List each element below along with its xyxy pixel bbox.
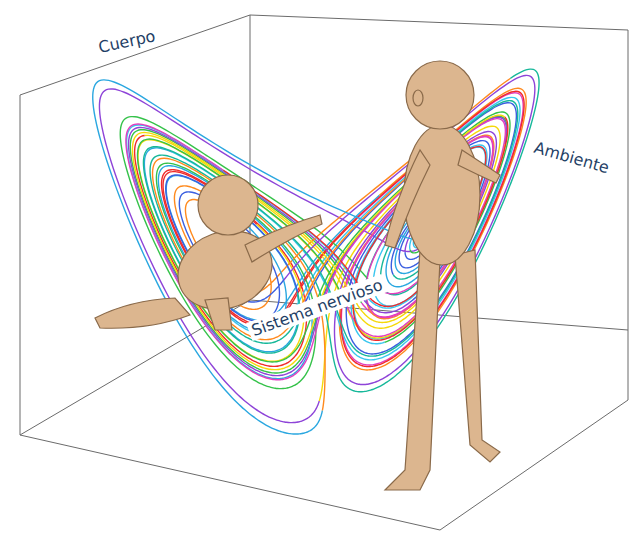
baby-leg: [385, 250, 440, 490]
loop-stroke: [150, 69, 539, 392]
loop-stroke: [166, 175, 298, 321]
loop-stroke: [126, 119, 505, 380]
baby-figures: [95, 61, 500, 490]
loop-stroke: [158, 166, 312, 379]
loop-stroke: [284, 75, 535, 384]
baby-ear: [413, 90, 423, 106]
baby-arm: [205, 298, 232, 330]
baby-arm: [458, 150, 500, 183]
loop-stroke: [297, 103, 516, 354]
part-label: Ambiente: [529, 137, 614, 178]
loop-stroke: [93, 80, 438, 434]
baby-head: [198, 175, 258, 235]
loop-stroke: [153, 138, 453, 411]
baby-arm: [385, 150, 430, 248]
baby-leg: [95, 298, 190, 328]
part-label: Cuerpo: [94, 26, 160, 58]
baby-arm: [245, 215, 322, 262]
box-frame: [20, 15, 628, 530]
baby-leg: [455, 250, 500, 462]
loop-stroke: [132, 115, 504, 370]
loop-stroke: [129, 117, 507, 375]
baby-head: [406, 61, 474, 129]
